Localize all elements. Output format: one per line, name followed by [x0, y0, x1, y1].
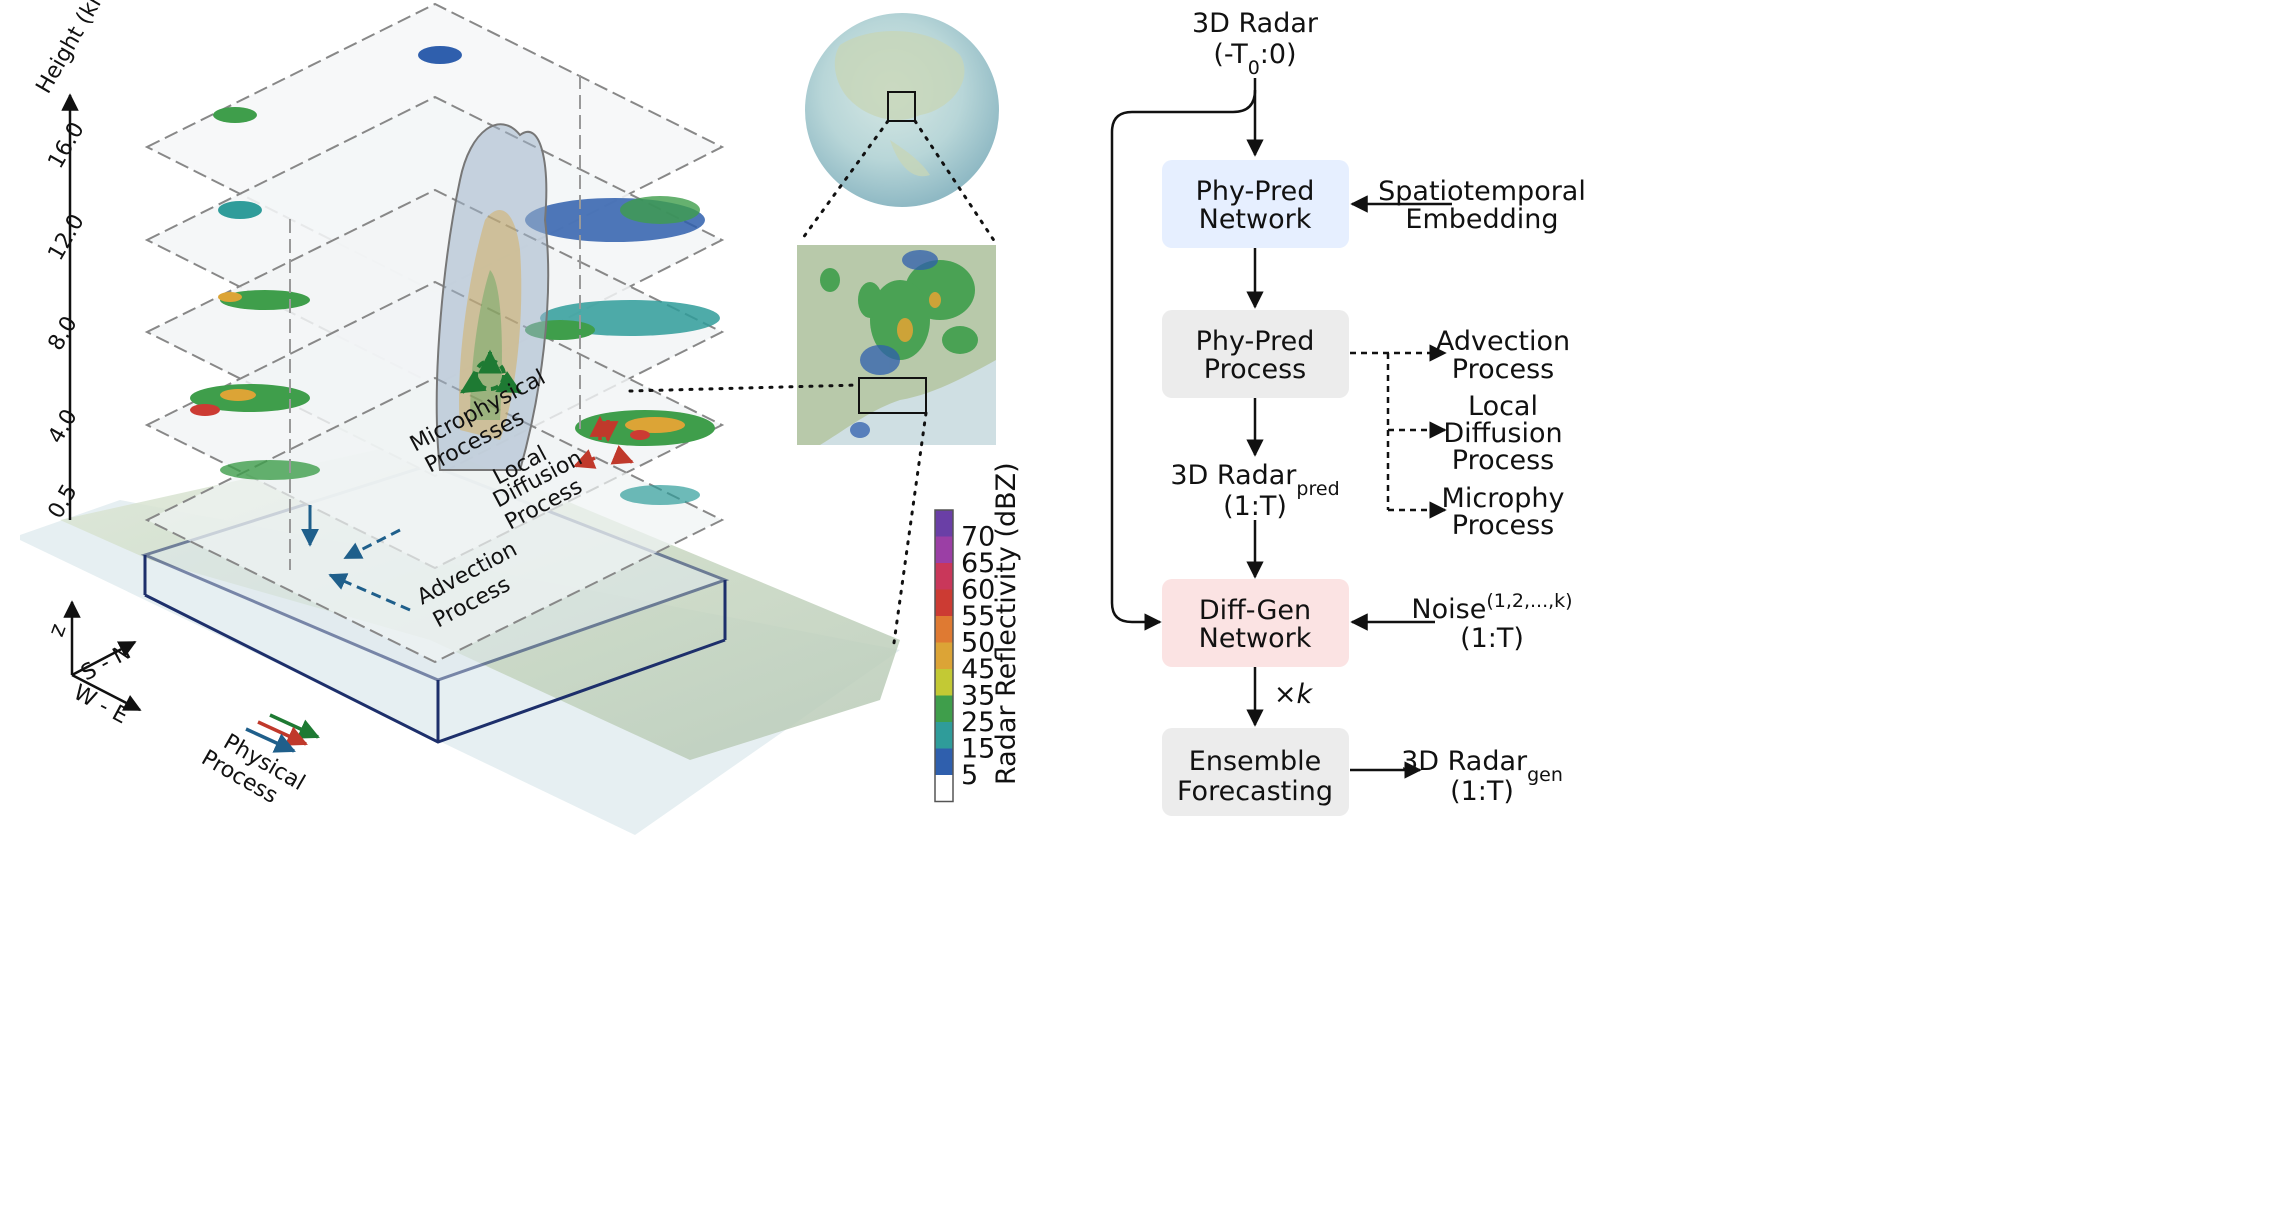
micro-side-label-2: Process	[1452, 510, 1554, 541]
colorbar-segment	[935, 775, 953, 802]
height-tick-12: 12.0	[44, 210, 90, 265]
column-edges	[289, 75, 581, 570]
input-label-line1: 3D Radar	[1192, 8, 1319, 39]
diffusion-arrows	[573, 415, 634, 469]
height-axis: Height (km) 16.0 12.0 8.0 4.0 0.5	[32, 0, 119, 523]
colorbar-segment	[935, 748, 953, 776]
flow-dashed-connectors	[1350, 344, 1447, 519]
colorbar-segment	[935, 589, 953, 617]
phy-pred-process-box: Phy-Pred Process	[1162, 310, 1349, 398]
flowchart: 3D Radar (-T0:0) Phy-Pred Network	[1110, 8, 1586, 816]
colorbar-segment	[935, 616, 953, 643]
radar-gen-label: 3D Radargen	[1401, 746, 1563, 786]
noise-range: (1:T)	[1460, 623, 1524, 654]
phy-pred-process-label-2: Process	[1204, 354, 1306, 385]
colorbar-tick-label: 55	[961, 601, 995, 632]
colorbar-segment	[935, 563, 953, 590]
ensemble-label-2: Forecasting	[1177, 776, 1333, 807]
colorbar-title: Radar Reflectivity (dBZ)	[991, 462, 1022, 785]
physical-process-legend	[245, 713, 320, 753]
phy-pred-network-label-1: Phy-Pred	[1196, 176, 1315, 207]
colorbar-frame	[934, 509, 954, 803]
colorbar-tick-label: 60	[961, 575, 995, 606]
colorbar-tick-label: 35	[961, 681, 995, 712]
globe-inset	[798, 13, 999, 244]
colorbar-tick-label: 70	[961, 522, 995, 553]
colorbar-segment	[935, 722, 953, 749]
compass-z-label: z	[44, 621, 71, 640]
diff-gen-label-1: Diff-Gen	[1199, 595, 1311, 626]
phy-pred-network-label-2: Network	[1199, 204, 1312, 235]
micro-side-label-1: Microphy	[1442, 483, 1565, 514]
advection-side-label-1: Advection	[1436, 326, 1570, 357]
colorbar-segment	[935, 510, 953, 537]
radar-pred-label: 3D Radarpred	[1170, 460, 1339, 500]
ensemble-label-1: Ensemble	[1189, 746, 1321, 777]
times-k-label: ×k	[1274, 679, 1314, 710]
colorbar-tick-label: 15	[961, 734, 995, 765]
compass-axes	[63, 600, 142, 712]
region-box	[887, 91, 916, 122]
radar-echo-patches	[190, 46, 720, 505]
colorbar-tick-label: 65	[961, 548, 995, 579]
zoom-box	[858, 377, 927, 414]
noise-label: Noise(1,2,...,k)	[1411, 590, 1572, 625]
height-tick-4: 4.0	[44, 405, 83, 448]
spatiotemporal-label-1: Spatiotemporal	[1378, 176, 1586, 207]
ensemble-box: Ensemble Forecasting	[1162, 728, 1349, 816]
spatiotemporal-label-2: Embedding	[1405, 204, 1558, 235]
layer-5	[144, 376, 725, 664]
colorbar-segment	[935, 642, 953, 670]
input-label-line2: (-T0:0)	[1213, 39, 1296, 79]
height-tick-8: 8.0	[44, 312, 83, 355]
colorbar-segment	[935, 695, 953, 723]
advection-side-label-2: Process	[1452, 354, 1554, 385]
local-side-label-2: Diffusion	[1443, 418, 1562, 449]
phy-pred-network-box: Phy-Pred Network	[1162, 160, 1349, 248]
colorbar-tick-label: 5	[961, 760, 978, 791]
flow-connectors	[1110, 78, 1452, 779]
diff-gen-network-box: Diff-Gen Network	[1162, 579, 1349, 667]
local-side-label-1: Local	[1468, 391, 1538, 422]
compass-we-label: W - E	[69, 680, 132, 729]
height-tick-16: 16.0	[44, 118, 90, 173]
compass-sn-label: S - N	[77, 640, 135, 687]
height-axis-title: Height (km)	[32, 0, 119, 98]
zoom-map	[628, 245, 996, 652]
radar-pred-range: (1:T)	[1223, 491, 1287, 522]
radar-gen-range: (1:T)	[1450, 776, 1514, 807]
radar-layers	[144, 2, 725, 664]
advection-arrows	[301, 505, 411, 612]
colorbar-segment	[935, 669, 953, 696]
phy-pred-process-label-1: Phy-Pred	[1196, 326, 1315, 357]
colorbar-tick-label: 50	[961, 628, 995, 659]
diff-gen-label-2: Network	[1199, 623, 1312, 654]
colorbar-tick-label: 25	[961, 707, 995, 738]
colorbar-segment	[935, 536, 953, 564]
microphysics-symbol	[459, 349, 523, 394]
colorbar-tick-label: 45	[961, 654, 995, 685]
radar-3d-illustration: Height (km) 16.0 12.0 8.0 4.0 0.5	[20, 0, 900, 835]
local-side-label-3: Process	[1452, 445, 1554, 476]
